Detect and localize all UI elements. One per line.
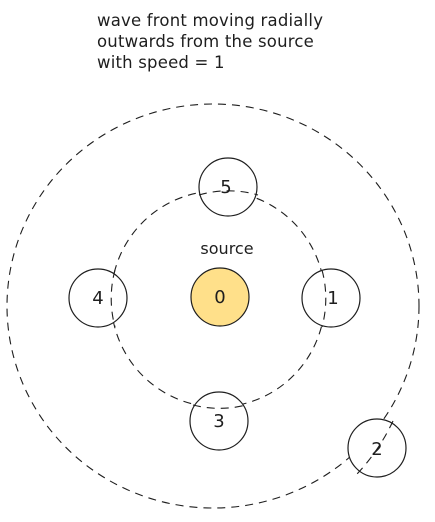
node-1: 1 [301,268,361,328]
wave-overlay-top [198,190,259,196]
node-4: 4 [68,268,128,328]
node-5-label: 5 [220,177,231,198]
node-3: 3 [189,391,249,451]
node-3-circle [189,391,249,451]
source-circle [190,267,250,327]
node-5: 5 [198,157,258,217]
source-node: 0 [190,267,250,327]
node-2-circle [347,418,407,478]
source-label: source [200,239,253,258]
wave-overlay-left [110,269,116,328]
wave-overlay-right [321,269,327,328]
wave-overlay-bottom [192,404,247,409]
node-4-label: 4 [92,288,103,309]
node-1-label: 1 [327,288,338,309]
source-node-label: 0 [214,287,225,308]
node-2: 2 [347,418,407,478]
outer-wave-front [6,103,420,509]
caption-line-1: wave front moving radially [97,11,324,30]
wave-overlay-node2 [356,420,394,475]
node-3-label: 3 [213,411,224,432]
caption: wave front moving radially outwards from… [97,10,417,73]
node-5-circle [198,157,258,217]
node-1-circle [301,268,361,328]
wave-overlays [110,190,394,475]
caption-line-3: with speed = 1 [97,53,225,72]
caption-line-2: outwards from the source [97,32,314,51]
